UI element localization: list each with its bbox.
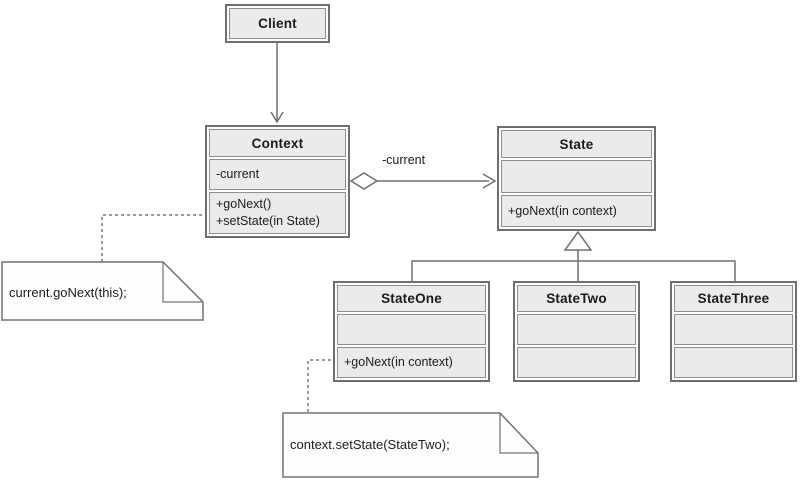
class-state: State +goNext(in context) bbox=[497, 126, 656, 231]
class-state-title: State bbox=[501, 130, 652, 158]
inheritance-triangle-icon bbox=[563, 230, 593, 251]
class-state-two-attributes bbox=[517, 314, 636, 345]
class-state-methods: +goNext(in context) bbox=[501, 195, 652, 227]
open-arrowhead-icon bbox=[482, 173, 497, 189]
open-arrowhead-icon bbox=[270, 111, 284, 124]
note-fold-icon bbox=[499, 413, 538, 454]
class-client: Client bbox=[225, 4, 330, 43]
class-state-one-attributes bbox=[337, 314, 486, 345]
class-state-three-attributes bbox=[674, 314, 793, 345]
note-anchor-context bbox=[101, 214, 204, 262]
class-state-three-methods bbox=[674, 347, 793, 378]
class-state-two-methods bbox=[517, 347, 636, 378]
client-context-arrow bbox=[270, 43, 284, 124]
aggregation-label: -current bbox=[382, 153, 426, 167]
class-context-title: Context bbox=[209, 129, 346, 157]
note-fold-icon bbox=[162, 262, 203, 303]
method-gonext-context: +goNext(in context) bbox=[508, 203, 617, 218]
class-context-methods: +goNext() +setState(in State) bbox=[209, 192, 346, 234]
method-gonext: +goNext() bbox=[216, 197, 272, 211]
class-state-three-title: StateThree bbox=[674, 285, 793, 312]
attribute-current: -current bbox=[216, 167, 260, 181]
class-state-two-title: StateTwo bbox=[517, 285, 636, 312]
method-gonext-context: +goNext(in context) bbox=[344, 355, 453, 369]
context-state-aggregation: -current bbox=[349, 153, 497, 190]
class-state-one-title: StateOne bbox=[337, 285, 486, 312]
note-context-text: current.goNext(this); bbox=[9, 285, 127, 300]
aggregation-diamond-icon bbox=[349, 172, 379, 190]
class-state-attributes bbox=[501, 160, 652, 193]
method-setstate: +setState(in State) bbox=[216, 214, 320, 228]
class-client-title: Client bbox=[229, 8, 326, 39]
inheritance-connector bbox=[411, 230, 736, 281]
note-state-one: context.setState(StateTwo); bbox=[282, 412, 539, 478]
class-state-three: StateThree bbox=[670, 281, 797, 382]
note-state-one-text: context.setState(StateTwo); bbox=[290, 437, 450, 452]
class-state-two: StateTwo bbox=[513, 281, 640, 382]
class-state-one: StateOne +goNext(in context) bbox=[333, 281, 490, 382]
class-context-attributes: -current bbox=[209, 159, 346, 190]
class-context: Context -current +goNext() +setState(in … bbox=[205, 125, 350, 238]
note-context: current.goNext(this); bbox=[1, 261, 204, 321]
note-anchor-state-one bbox=[307, 359, 332, 412]
class-state-one-methods: +goNext(in context) bbox=[337, 347, 486, 378]
